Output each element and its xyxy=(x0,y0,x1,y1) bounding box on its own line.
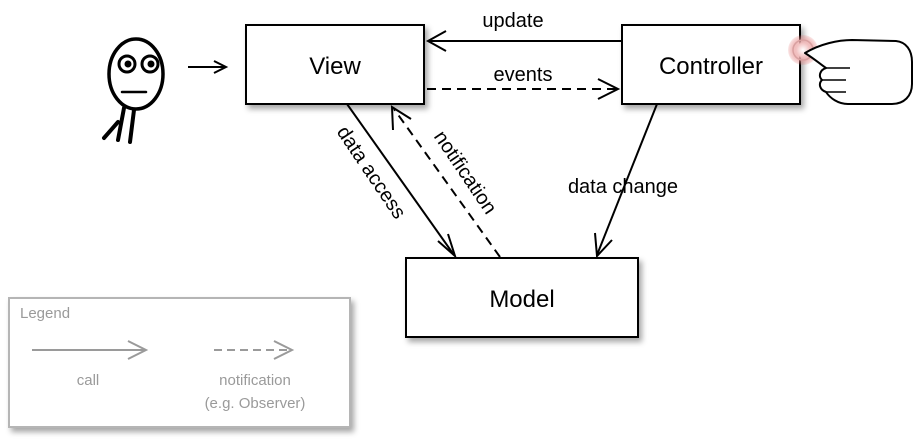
data-change-label: data change xyxy=(568,176,678,198)
legend: Legend call notification (e.g. Observer) xyxy=(8,297,351,428)
controller-label: Controller xyxy=(659,53,763,80)
update-label: update xyxy=(482,10,543,32)
user-figure-icon xyxy=(102,37,165,144)
legend-notification-sublabel: (e.g. Observer) xyxy=(205,395,306,412)
legend-call-arrow xyxy=(32,340,149,360)
legend-notification-arrow xyxy=(214,340,295,360)
user-to-view-arrow xyxy=(188,60,229,74)
events-label: events xyxy=(494,64,553,86)
model-box: Model xyxy=(405,257,639,338)
legend-call-label: call xyxy=(77,372,100,389)
legend-title: Legend xyxy=(20,305,70,322)
view-box: View xyxy=(245,24,425,105)
notification-label: notification xyxy=(429,127,501,219)
data-change-arrow xyxy=(594,103,658,259)
pointing-hand-icon xyxy=(788,35,913,105)
view-label: View xyxy=(309,53,361,80)
notification-arrow xyxy=(390,105,501,258)
model-label: Model xyxy=(489,286,554,313)
update-arrow xyxy=(425,30,621,52)
legend-notification-label: notification xyxy=(219,372,291,389)
data-access-arrow xyxy=(346,103,458,260)
events-arrow xyxy=(427,78,621,100)
controller-box: Controller xyxy=(621,24,801,105)
